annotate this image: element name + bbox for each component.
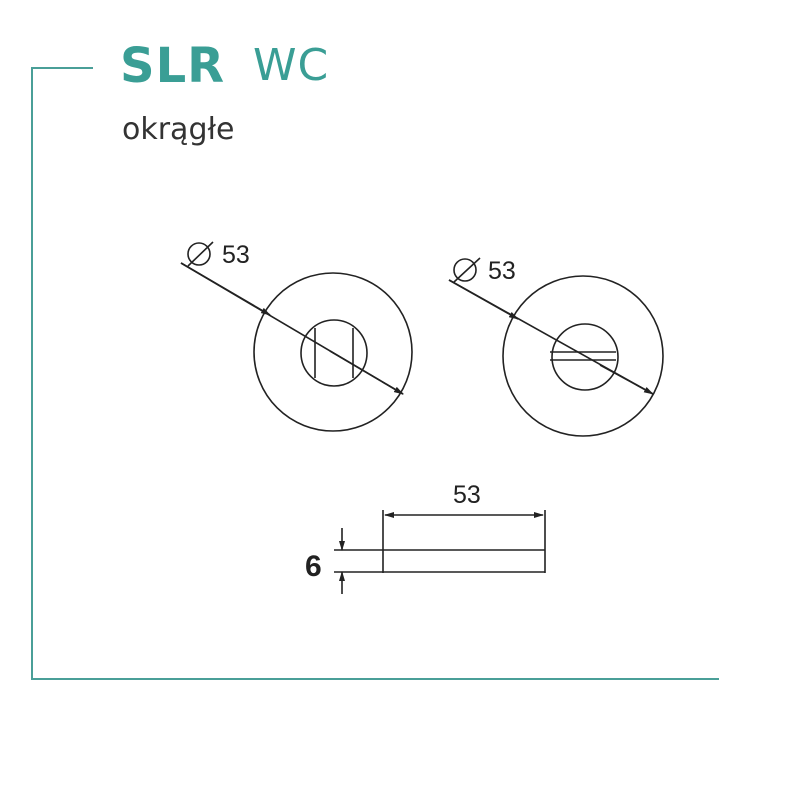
rosette-outer-circle: [502, 275, 664, 437]
type-title: WC: [253, 40, 330, 91]
thickness-label: 6: [305, 550, 322, 583]
frame-top-line: [31, 67, 93, 69]
rosette-outer-circle: [253, 272, 413, 432]
diameter-icon: [187, 241, 214, 267]
diameter-label-left: 53: [222, 241, 250, 269]
diameter-icon: [187, 242, 211, 266]
rosette-left: [180, 241, 413, 432]
model-title: SLR: [120, 38, 226, 94]
diameter-icon: [453, 257, 481, 283]
variant-subtitle: okrągłe: [122, 112, 235, 147]
frame-bottom-line: [31, 678, 719, 680]
diameter-label-right: 53: [488, 257, 516, 285]
insert-circle: [300, 319, 368, 387]
frame-left-line: [31, 67, 33, 680]
insert-circle: [551, 323, 619, 391]
diameter-icon: [453, 258, 477, 282]
width-label: 53: [453, 481, 481, 509]
rosette-right: [448, 257, 664, 437]
side-view: [334, 510, 546, 594]
